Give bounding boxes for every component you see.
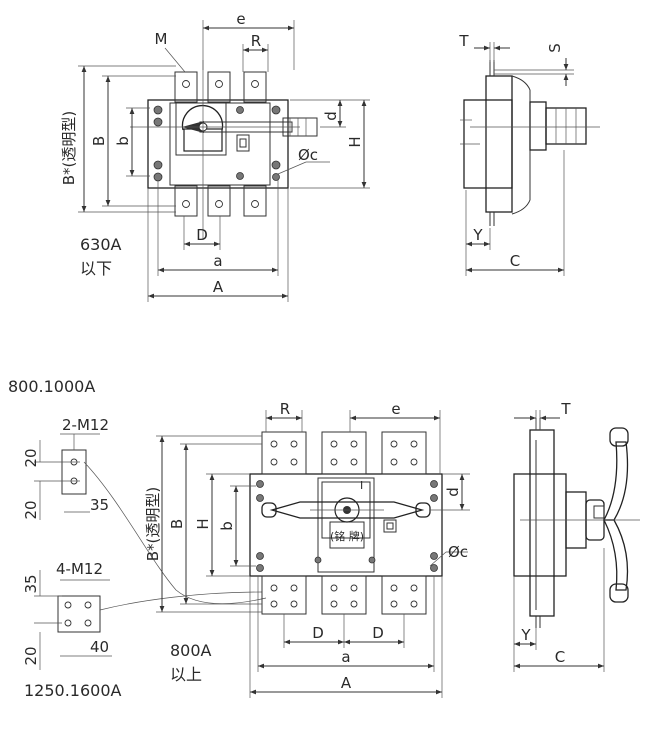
side-dim-y: Y — [472, 226, 483, 244]
b-dim-d1: D — [312, 624, 324, 642]
detail2-n2: 20 — [22, 646, 40, 665]
bottom-side-view: T Y C — [513, 400, 640, 672]
side-dim-s: S — [546, 43, 564, 53]
b-dim-b-transparent: B*(透明型) — [144, 487, 162, 562]
b-dim-e: e — [391, 400, 400, 418]
b-dim-d2: D — [372, 624, 384, 642]
bottom-title-2: 1250.1600A — [24, 681, 122, 700]
b-side-dim-c: C — [555, 648, 565, 666]
bottom-front-view: (铭 牌) I — [144, 400, 470, 698]
detail2-n1: 35 — [22, 574, 40, 593]
top-front-view: e M R d H B b B*(透明型) Øc D a A 630A 以下 — [60, 10, 370, 302]
b-rating-line-1: 800A — [170, 641, 212, 660]
detail-2-m12: 2-M12 20 20 35 — [22, 416, 109, 520]
b-side-dim-y: Y — [520, 626, 531, 644]
b-rating-line-2: 以上 — [170, 665, 202, 684]
b-dim-h: H — [194, 518, 212, 529]
dim-a-total: A — [213, 278, 224, 296]
top-side-view: T S Y C — [458, 32, 600, 276]
b-dim-hole-c: Øc — [448, 543, 468, 561]
dim-d-bottom: D — [196, 226, 208, 244]
dim-b-lower: b — [114, 136, 132, 146]
detail-4-m12: 4-M12 35 20 40 — [22, 560, 112, 670]
b-dim-b-upper: B — [168, 519, 186, 529]
b-side-dim-t: T — [560, 400, 571, 418]
dim-b-transparent: B*(透明型) — [60, 111, 78, 186]
b-dim-a-total: A — [341, 674, 352, 692]
dim-m: M — [155, 30, 168, 48]
side-dim-t: T — [458, 32, 469, 50]
b-dim-d: d — [444, 487, 462, 497]
dim-a: a — [213, 252, 222, 270]
dim-r: R — [251, 32, 261, 50]
dim-d: d — [322, 111, 340, 121]
bottom-title: 800.1000A — [8, 377, 95, 396]
dim-h: H — [346, 136, 364, 147]
b-dim-a: a — [341, 648, 350, 666]
side-dim-c: C — [510, 252, 520, 270]
detail2-n3: 40 — [90, 638, 109, 656]
nameplate-label: (铭 牌) — [330, 529, 364, 543]
rating-line-1: 630A — [80, 235, 122, 254]
detail1-n3: 35 — [90, 496, 109, 514]
dim-e: e — [236, 10, 245, 28]
detail1-n2: 20 — [22, 500, 40, 519]
rating-line-2: 以下 — [80, 259, 112, 278]
b-dim-r: R — [280, 400, 290, 418]
dim-b-upper: B — [90, 136, 108, 146]
nameplate-mark: I — [360, 479, 363, 492]
detail1-label: 2-M12 — [62, 416, 109, 434]
detail2-label: 4-M12 — [56, 560, 103, 578]
b-dim-b-lower: b — [218, 521, 236, 531]
detail1-n1: 20 — [22, 448, 40, 467]
dim-hole-c: Øc — [298, 146, 318, 164]
